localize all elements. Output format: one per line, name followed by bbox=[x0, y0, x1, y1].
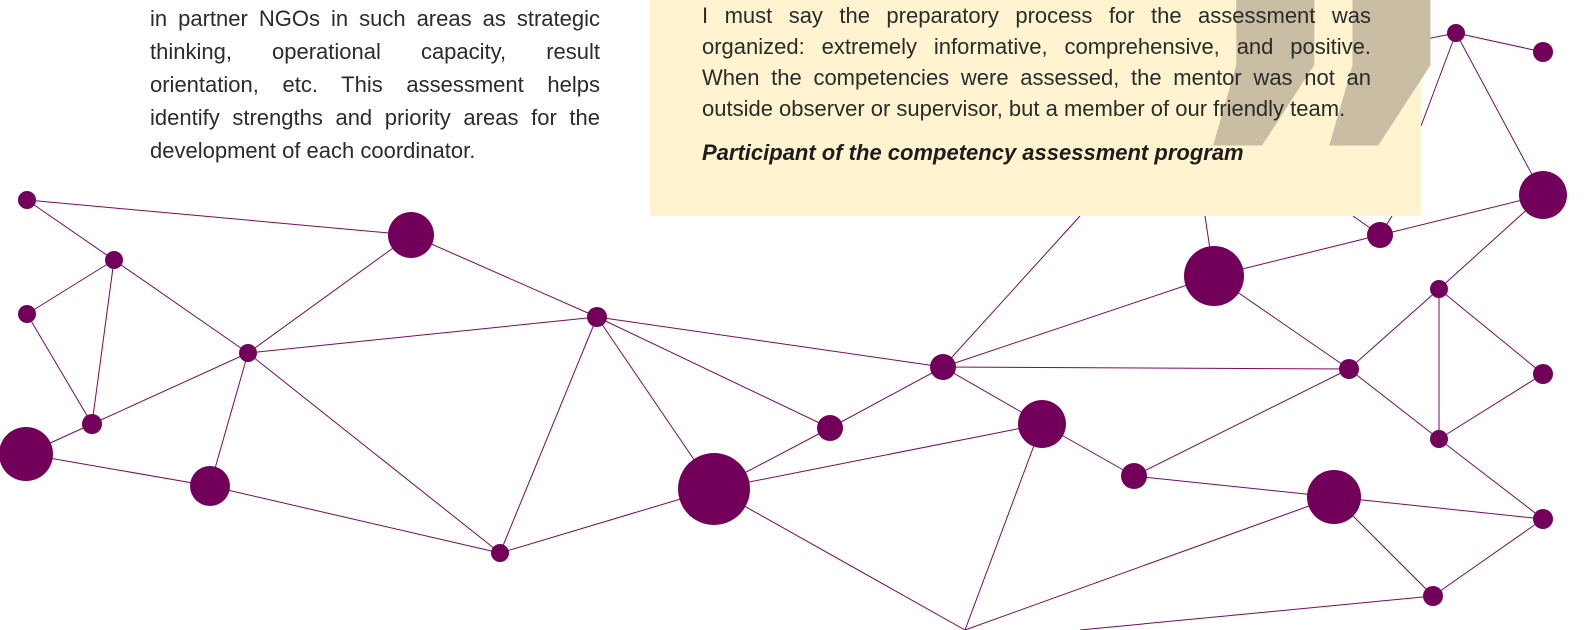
network-node bbox=[388, 212, 434, 258]
network-node bbox=[817, 415, 843, 441]
network-edge bbox=[1432, 518, 1544, 597]
network-node bbox=[18, 191, 36, 209]
network-edge bbox=[942, 215, 1081, 368]
network-edge bbox=[942, 275, 1215, 368]
network-edge bbox=[713, 423, 1043, 490]
network-edge bbox=[1133, 475, 1335, 498]
network-node bbox=[1447, 24, 1465, 42]
network-node bbox=[0, 427, 53, 481]
network-edge bbox=[26, 313, 93, 425]
intro-paragraph: in partner NGOs in such areas as strateg… bbox=[150, 2, 600, 167]
network-node bbox=[190, 466, 230, 506]
network-edge bbox=[1455, 32, 1544, 53]
network-edge bbox=[209, 352, 249, 487]
network-node bbox=[1430, 280, 1448, 298]
network-edge bbox=[713, 488, 966, 630]
network-node bbox=[1533, 42, 1553, 62]
network-edge bbox=[964, 423, 1043, 630]
network-edge bbox=[91, 259, 115, 425]
network-node bbox=[18, 305, 36, 323]
network-edge bbox=[1438, 288, 1544, 375]
network-node bbox=[1307, 470, 1361, 524]
network-edge bbox=[596, 316, 944, 368]
network-edge bbox=[1438, 373, 1544, 440]
network-edge bbox=[964, 496, 1335, 630]
network-edge bbox=[410, 234, 598, 318]
network-edge bbox=[26, 199, 412, 236]
network-edge bbox=[1133, 368, 1350, 477]
network-node bbox=[1423, 586, 1443, 606]
network-node bbox=[1519, 171, 1567, 219]
network-node bbox=[587, 307, 607, 327]
network-node bbox=[1367, 222, 1393, 248]
network-node bbox=[1533, 509, 1553, 529]
network-edge bbox=[91, 352, 249, 425]
quote-author: Participant of the competency assessment… bbox=[702, 140, 1244, 165]
quote-text-body: was organized: extremely informative, co… bbox=[702, 3, 1371, 121]
network-edge bbox=[247, 316, 598, 354]
network-node bbox=[1018, 400, 1066, 448]
network-edge bbox=[25, 453, 211, 487]
network-nodes bbox=[0, 24, 1567, 606]
network-edge bbox=[829, 366, 944, 429]
network-edge bbox=[499, 488, 715, 554]
network-edges bbox=[25, 32, 1544, 630]
network-edge bbox=[1420, 32, 1457, 127]
network-node bbox=[930, 354, 956, 380]
network-node bbox=[678, 453, 750, 525]
network-edge bbox=[247, 352, 501, 554]
network-edge bbox=[1333, 496, 1544, 520]
network-node bbox=[239, 344, 257, 362]
network-edge bbox=[1438, 438, 1544, 520]
quote-text: I must say the preparatory process for t… bbox=[702, 0, 1371, 124]
network-edge bbox=[1348, 288, 1440, 370]
network-edge bbox=[113, 259, 249, 354]
network-node bbox=[105, 251, 123, 269]
testimonial-quote-box: ” I must say the preparatory process for… bbox=[650, 0, 1479, 415]
network-node bbox=[1184, 246, 1244, 306]
network-node bbox=[491, 544, 509, 562]
intro-paragraph-text: in partner NGOs in such areas as strateg… bbox=[150, 6, 600, 163]
quote-text-partial-top: I must say the preparatory process for t… bbox=[702, 3, 1316, 28]
network-edge bbox=[499, 316, 598, 554]
network-node bbox=[1430, 430, 1448, 448]
network-node bbox=[1121, 463, 1147, 489]
network-edge bbox=[1348, 368, 1440, 440]
network-edge bbox=[1379, 194, 1544, 236]
network-edge bbox=[247, 234, 412, 354]
network-edge bbox=[209, 485, 501, 554]
network-edge bbox=[942, 366, 1350, 370]
network-edge bbox=[596, 316, 831, 429]
closing-quote-icon: ” bbox=[1170, 0, 1479, 453]
network-node bbox=[1339, 359, 1359, 379]
network-node bbox=[82, 414, 102, 434]
network-node bbox=[1533, 364, 1553, 384]
network-edge bbox=[26, 259, 115, 315]
network-edge bbox=[26, 199, 115, 261]
network-edge bbox=[1079, 595, 1434, 630]
network-edge bbox=[1455, 32, 1544, 196]
